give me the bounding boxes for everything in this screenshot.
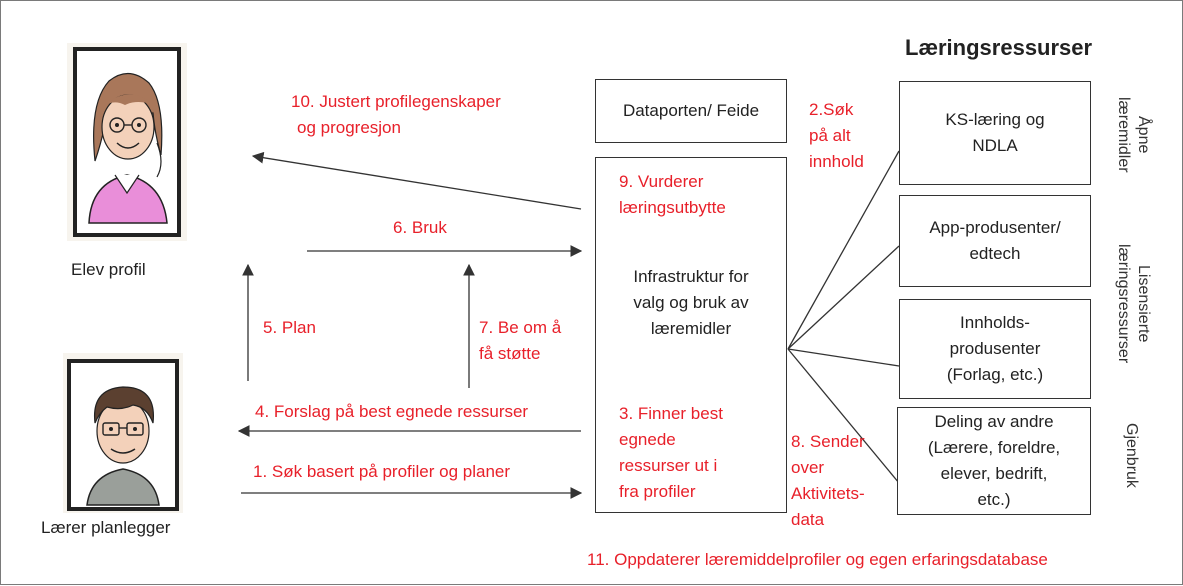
link-app	[787, 245, 900, 350]
infrastruktur-line-2: valg og bruk av	[633, 293, 749, 312]
step-2-label: 2.Søk på alt innhold	[809, 97, 864, 175]
page-title: Læringsressurser	[905, 35, 1093, 60]
step-3-line-4: fra profiler	[619, 482, 696, 501]
innhold-line-3: (Forlag, etc.)	[946, 365, 1044, 384]
infrastruktur-label: Infrastruktur for valg og bruk av læremi…	[596, 264, 786, 342]
app-produsenter-box: App-produsenter/ edtech	[899, 195, 1091, 287]
step-3-line-2: egnede	[619, 430, 676, 449]
apne-laeremidler-label: Åpne læremidler	[1113, 81, 1153, 189]
step-7-line-1: 7. Be om å	[479, 318, 562, 337]
step-8-line-4: data	[791, 510, 825, 529]
apne-line-2: læremidler	[1115, 97, 1132, 173]
step-8-line-1: 8. Sender	[791, 432, 865, 451]
step-8-line-2: over	[791, 458, 825, 477]
lisensierte-label: Lisensierte læringsressurser	[1113, 221, 1153, 386]
app-line-1: App-produsenter/	[929, 218, 1061, 237]
step-6-label: 6. Bruk	[393, 218, 447, 237]
lisens-line-1: Lisensierte	[1135, 264, 1152, 343]
step-3-label: 3. Finner best egnede ressurser ut i fra…	[619, 401, 723, 505]
teacher-man-icon	[67, 359, 179, 511]
step-10-line-2: og progresjon	[297, 118, 401, 137]
innholdsprodusenter-box: Innholds- produsenter (Forlag, etc.)	[899, 299, 1091, 399]
gjenbruk-line-1: Gjenbruk	[1123, 422, 1140, 488]
innhold-line-1: Innholds-	[960, 313, 1030, 332]
arrow-step-10	[251, 151, 582, 210]
link-ks	[787, 150, 900, 350]
deling-line-4: etc.)	[977, 490, 1011, 509]
deling-line-2: (Lærere, foreldre,	[927, 438, 1061, 457]
step-7-label: 7. Be om å få støtte	[479, 315, 561, 367]
link-deling	[787, 348, 900, 484]
lisens-line-2: læringsressurser	[1115, 243, 1132, 364]
laerer-avatar-frame	[63, 353, 183, 513]
step-3-line-3: ressurser ut i	[619, 456, 718, 475]
infrastruktur-line-1: Infrastruktur for	[633, 267, 749, 286]
step-11-label: 11. Oppdaterer læremiddelprofiler og ege…	[587, 550, 1048, 569]
step-1-label: 1. Søk basert på profiler og planer	[253, 462, 511, 481]
infrastruktur-line-3: læremidler	[650, 319, 732, 338]
laerer-planlegger-label: Lærer planlegger	[41, 518, 171, 537]
dataporten-label: Dataporten/ Feide	[622, 101, 760, 120]
step-8-label: 8. Sender over Aktivitets- data	[791, 429, 865, 533]
step-2-line-3: innhold	[809, 152, 864, 171]
link-innhold	[787, 348, 900, 367]
gjenbruk-label: Gjenbruk	[1121, 409, 1141, 501]
step-10-label: 10. Justert profilegenskaper og progresj…	[291, 89, 501, 141]
ks-line-2: NDLA	[972, 136, 1018, 155]
elev-profil-label: Elev profil	[71, 260, 146, 279]
deling-line-1: Deling av andre	[934, 412, 1054, 431]
deling-line-3: elever, bedrift,	[940, 464, 1048, 483]
step-10-line-1: 10. Justert profilegenskaper	[291, 92, 501, 111]
step-4-label: 4. Forslag på best egnede ressurser	[255, 402, 529, 421]
deling-box: Deling av andre (Lærere, foreldre, eleve…	[897, 407, 1091, 515]
step-8-line-3: Aktivitets-	[791, 484, 865, 503]
step-7-line-2: få støtte	[479, 344, 541, 363]
step-9-line-1: 9. Vurderer	[619, 172, 704, 191]
ks-line-1: KS-læring og	[945, 110, 1045, 129]
innhold-line-2: produsenter	[949, 339, 1041, 358]
ks-laering-box: KS-læring og NDLA	[899, 81, 1091, 185]
step-2-line-2: på alt	[809, 126, 851, 145]
step-5-label: 5. Plan	[263, 318, 316, 337]
step-9-line-2: læringsutbytte	[619, 198, 726, 217]
step-9-label: 9. Vurderer læringsutbytte	[619, 169, 726, 221]
step-3-line-1: 3. Finner best	[619, 404, 723, 423]
infrastruktur-box: Infrastruktur for valg og bruk av læremi…	[595, 157, 787, 513]
app-line-2: edtech	[969, 244, 1021, 263]
student-girl-icon	[73, 47, 181, 237]
step-2-line-1: 2.Søk	[809, 100, 854, 119]
apne-line-1: Åpne	[1135, 116, 1152, 154]
elev-avatar-frame	[67, 43, 187, 241]
dataporten-box: Dataporten/ Feide	[595, 79, 787, 143]
